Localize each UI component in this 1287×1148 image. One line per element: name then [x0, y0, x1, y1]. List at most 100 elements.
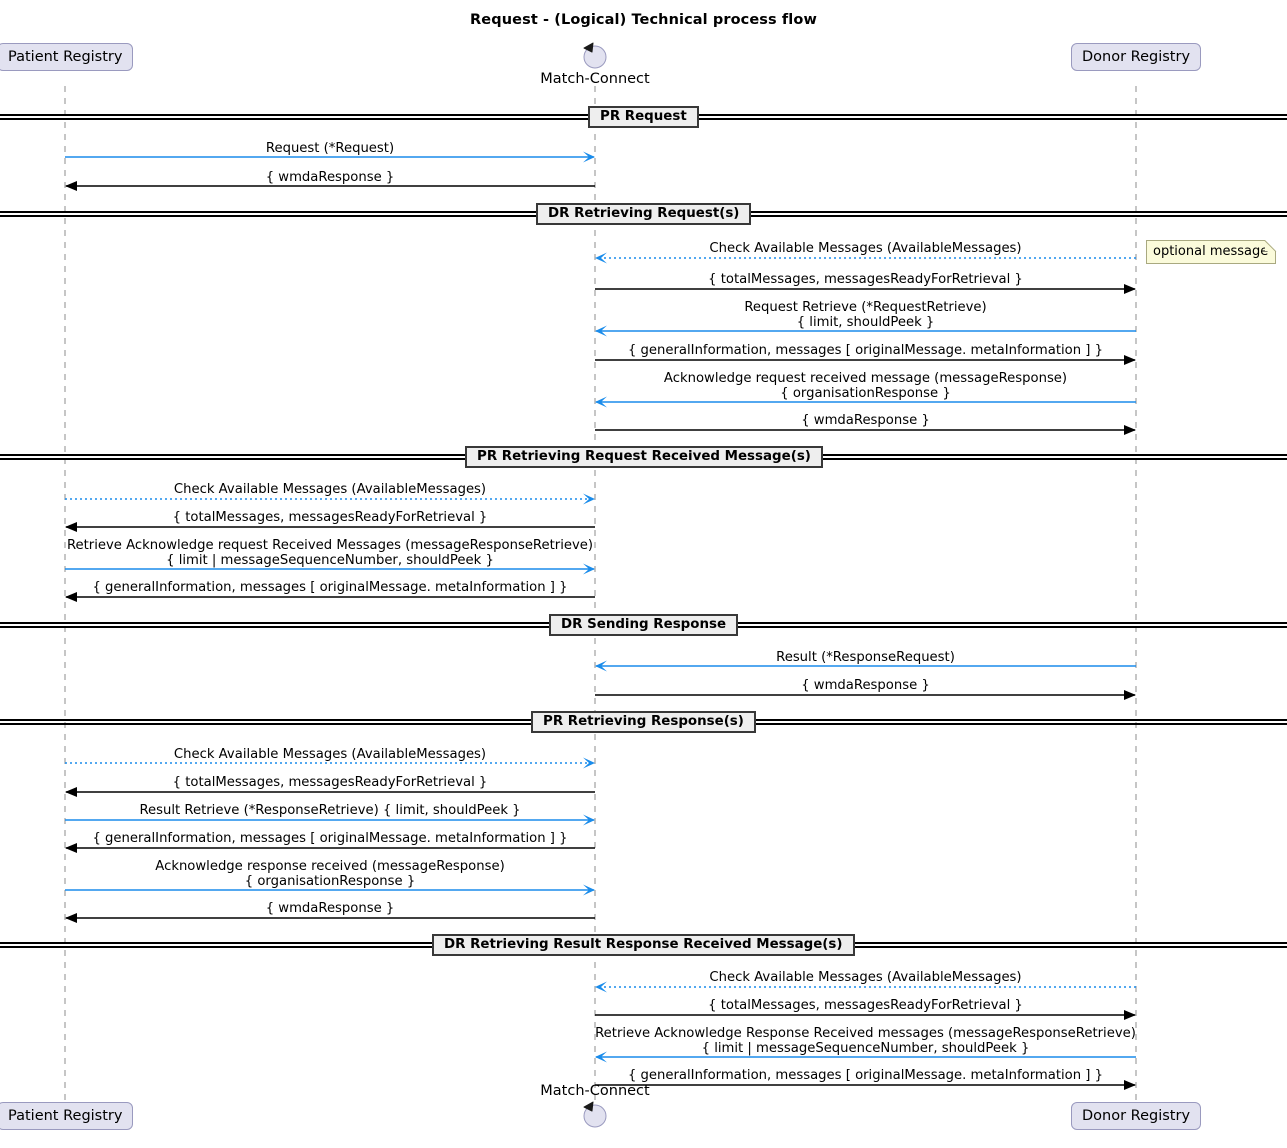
participant-dr-footer[interactable]: Donor Registry [1071, 1102, 1202, 1130]
message-label-text: { wmdaResponse } [266, 170, 395, 185]
arrowhead-filled-m8 [1124, 425, 1136, 435]
message-label-text: { totalMessages, messagesReadyForRetriev… [173, 510, 488, 525]
divider-lines-layer [0, 114, 1287, 948]
arrowhead-filled-m10 [65, 522, 77, 532]
arrowhead-open-m1 [583, 151, 595, 163]
control-label-text: Match-Connect [540, 1083, 650, 1099]
message-label-line-0: { wmdaResponse } [265, 170, 395, 185]
control-circle-mc-header[interactable] [583, 45, 607, 69]
control-icons-layer [583, 42, 607, 1128]
message-label-text: { wmdaResponse } [801, 413, 930, 428]
message-label-text: { generalInformation, messages [ origina… [92, 831, 567, 846]
arrowhead-open-m21 [595, 981, 607, 993]
message-label-line-0: { totalMessages, messagesReadyForRetriev… [708, 998, 1023, 1013]
divider-label-4: PR Retrieving Response(s) [531, 711, 756, 733]
arrowhead-filled-m4 [1124, 284, 1136, 294]
control-arrow-icon-footer [583, 1101, 594, 1112]
message-label-text: Acknowledge request received message (me… [664, 371, 1067, 401]
message-label-line-0: { generalInformation, messages [ origina… [92, 580, 568, 595]
arrowhead-open-m11 [583, 563, 595, 575]
message-label-text: Result Retrieve (*ResponseRetrieve) { li… [139, 803, 520, 818]
message-label-line-0: { totalMessages, messagesReadyForRetriev… [708, 272, 1023, 287]
message-label-text: Check Available Messages (AvailableMessa… [174, 747, 486, 762]
message-label-line-0: { totalMessages, messagesReadyForRetriev… [172, 775, 488, 790]
message-label-text: { totalMessages, messagesReadyForRetriev… [708, 272, 1023, 287]
message-label-text: Result (*ResponseRequest) [776, 650, 955, 665]
message-label-line-0: Check Available Messages (AvailableMessa… [709, 970, 1022, 985]
message-label-line-0: Acknowledge request received message (me… [663, 371, 1068, 386]
message-label-line-1: { limit | messageSequenceNumber, shouldP… [701, 1041, 1030, 1056]
message-label-line-0: Check Available Messages (AvailableMessa… [173, 747, 487, 762]
divider-label-0: PR Request [588, 106, 699, 128]
message-label-text: { wmdaResponse } [266, 901, 395, 916]
arrowhead-filled-m14 [1124, 690, 1136, 700]
message-label-text: { generalInformation, messages [ origina… [628, 343, 1103, 358]
arrowhead-open-m13 [595, 660, 607, 672]
message-label-text: Request (*Request) [266, 141, 394, 156]
diagram-title: Request - (Logical) Technical process fl… [470, 12, 817, 28]
message-label-line-0: { generalInformation, messages [ origina… [627, 343, 1104, 358]
message-label-text: { generalInformation, messages [ origina… [628, 1068, 1103, 1083]
message-label-line-0: { totalMessages, messagesReadyForRetriev… [172, 510, 488, 525]
message-label-line-0: Result (*ResponseRequest) [776, 650, 955, 665]
message-label-line-0: Check Available Messages (AvailableMessa… [709, 241, 1022, 256]
lifelines-layer [64, 86, 1137, 1100]
message-label-text: Acknowledge response received (messageRe… [155, 859, 504, 889]
arrowhead-open-m23 [595, 1051, 607, 1063]
message-label-line-0: { generalInformation, messages [ origina… [92, 831, 568, 846]
message-label-line-1: { organisationResponse } [244, 874, 416, 889]
message-label-text: { totalMessages, messagesReadyForRetriev… [708, 998, 1023, 1013]
arrowhead-filled-m16 [65, 787, 77, 797]
participant-pr-header[interactable]: Patient Registry [0, 43, 134, 71]
arrowhead-filled-m12 [65, 592, 77, 602]
message-label-line-0: { wmdaResponse } [801, 678, 930, 693]
message-label-line-0: Retrieve Acknowledge request Received Me… [66, 538, 594, 553]
message-label-line-0: Request (*Request) [265, 141, 395, 156]
arrowhead-open-m15 [583, 757, 595, 769]
arrowhead-open-m3 [595, 252, 607, 264]
arrowhead-open-m19 [583, 884, 595, 896]
control-arrow-icon-header [583, 42, 594, 53]
divider-label-1: DR Retrieving Request(s) [536, 203, 752, 225]
message-label-line-0: { wmdaResponse } [801, 413, 930, 428]
message-label-line-1: { limit | messageSequenceNumber, shouldP… [166, 553, 494, 568]
message-label-text: Retrieve Acknowledge Response Received m… [595, 1026, 1136, 1056]
arrowhead-filled-m20 [65, 913, 77, 923]
message-arrows-layer [65, 151, 1136, 1090]
message-label-line-1: { organisationResponse } [780, 386, 951, 401]
message-label-line-0: Check Available Messages (AvailableMessa… [173, 482, 487, 497]
participant-pr-footer[interactable]: Patient Registry [0, 1102, 134, 1130]
arrowhead-open-m17 [583, 814, 595, 826]
control-circle-mc-footer[interactable] [583, 1104, 607, 1128]
message-label-text: Request Retrieve (*RequestRetrieve){ lim… [744, 300, 986, 330]
message-label-line-0: Request Retrieve (*RequestRetrieve) [744, 300, 987, 315]
message-label-line-0: { wmdaResponse } [265, 901, 395, 916]
arrowhead-filled-m24 [1124, 1080, 1136, 1090]
message-label-line-0: Retrieve Acknowledge Response Received m… [595, 1026, 1136, 1041]
message-label-text: { wmdaResponse } [801, 678, 930, 693]
message-label-text: Check Available Messages (AvailableMessa… [709, 241, 1021, 256]
divider-label-3: DR Sending Response [549, 614, 739, 636]
control-label-text: Match-Connect [540, 71, 650, 87]
message-label-line-0: { generalInformation, messages [ origina… [627, 1068, 1104, 1083]
message-label-line-1: { limit, shouldPeek } [796, 315, 935, 330]
divider-label-2: PR Retrieving Request Received Message(s… [465, 446, 823, 468]
participant-dr-header[interactable]: Donor Registry [1071, 43, 1202, 71]
message-label-text: { generalInformation, messages [ origina… [92, 580, 567, 595]
arrowhead-filled-m18 [65, 843, 77, 853]
note-0: optional message [1146, 240, 1277, 264]
arrowhead-filled-m2 [65, 181, 77, 191]
message-label-line-0: Result Retrieve (*ResponseRetrieve) { li… [139, 803, 521, 818]
message-label-text: Check Available Messages (AvailableMessa… [709, 970, 1021, 985]
message-label-text: Check Available Messages (AvailableMessa… [174, 482, 486, 497]
arrowhead-open-m7 [595, 396, 607, 408]
arrowhead-filled-m22 [1124, 1010, 1136, 1020]
message-label-line-0: Acknowledge response received (messageRe… [155, 859, 505, 874]
message-label-text: { totalMessages, messagesReadyForRetriev… [173, 775, 488, 790]
arrowhead-open-m9 [583, 493, 595, 505]
divider-label-5: DR Retrieving Result Response Received M… [432, 934, 855, 956]
arrowhead-filled-m6 [1124, 355, 1136, 365]
arrowhead-open-m5 [595, 325, 607, 337]
